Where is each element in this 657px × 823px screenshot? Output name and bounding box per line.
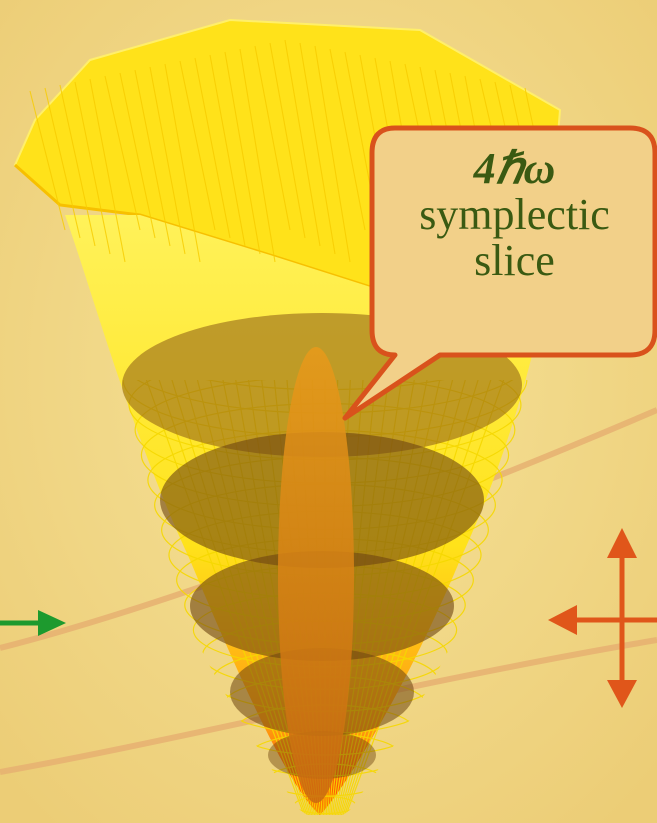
energy-level-label: 4ℏω — [372, 146, 657, 192]
callout-word-slice: slice — [372, 238, 657, 284]
callout-word-symplectic: symplectic — [372, 192, 657, 238]
symplectic-slice — [278, 347, 354, 803]
callout-label: 4ℏω symplectic slice — [372, 146, 657, 284]
